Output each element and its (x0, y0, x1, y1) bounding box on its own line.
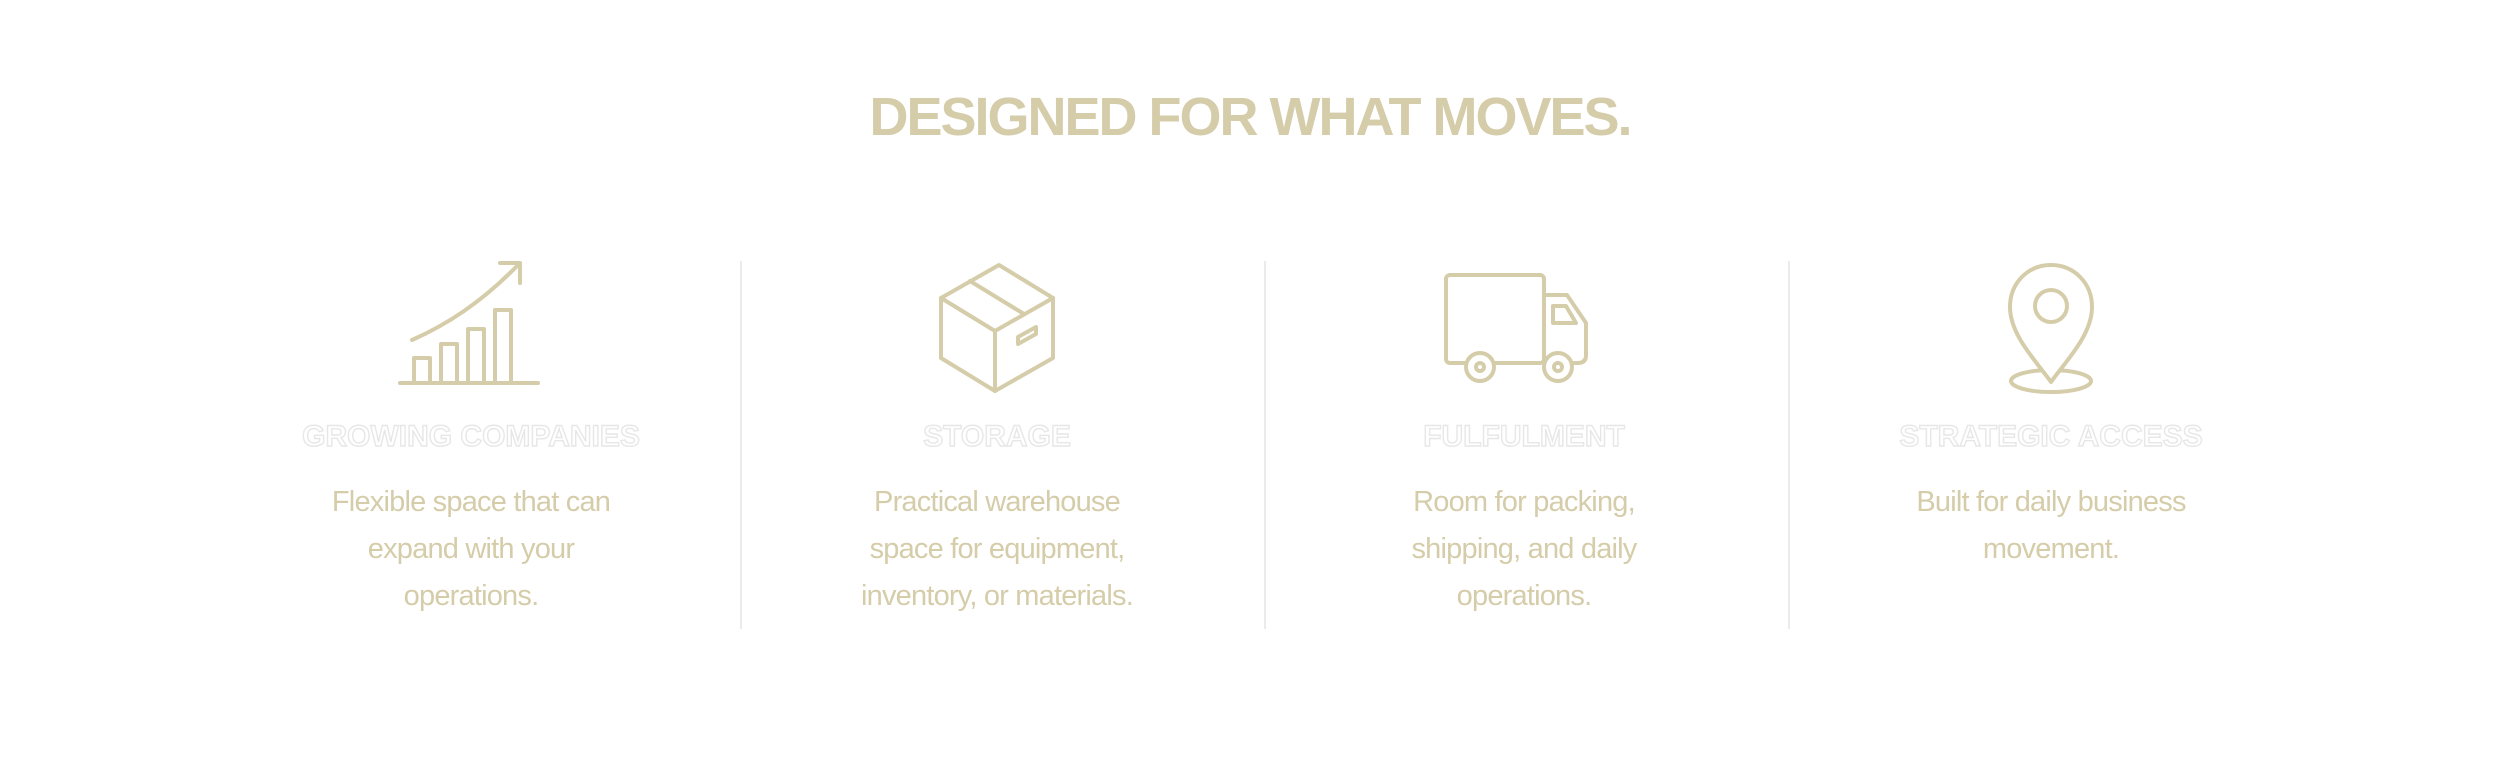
column-divider (1264, 261, 1266, 629)
feature-description: Flexible space that can expand with your… (331, 486, 611, 612)
growth-chart-icon (396, 255, 546, 395)
feature-description: Practical warehouse space for equipment,… (861, 486, 1134, 612)
feature-title: GROWING COMPANIES (301, 419, 640, 453)
column-divider (1788, 261, 1790, 629)
location-pin-icon (1976, 255, 2126, 395)
section-headline: DESIGNED FOR WHAT MOVES. (869, 87, 1632, 147)
feature-description: Room for packing, shipping, and daily op… (1411, 486, 1637, 612)
feature-description: Built for daily business movement. (1916, 486, 2186, 565)
feature-title: FULFULMENT (1422, 419, 1625, 453)
feature-title: STRATEGIC ACCESS (1899, 419, 2204, 453)
delivery-truck-icon (1444, 255, 1599, 395)
column-divider (740, 261, 742, 629)
box-icon (922, 255, 1072, 395)
feature-title: STORAGE (922, 419, 1071, 453)
